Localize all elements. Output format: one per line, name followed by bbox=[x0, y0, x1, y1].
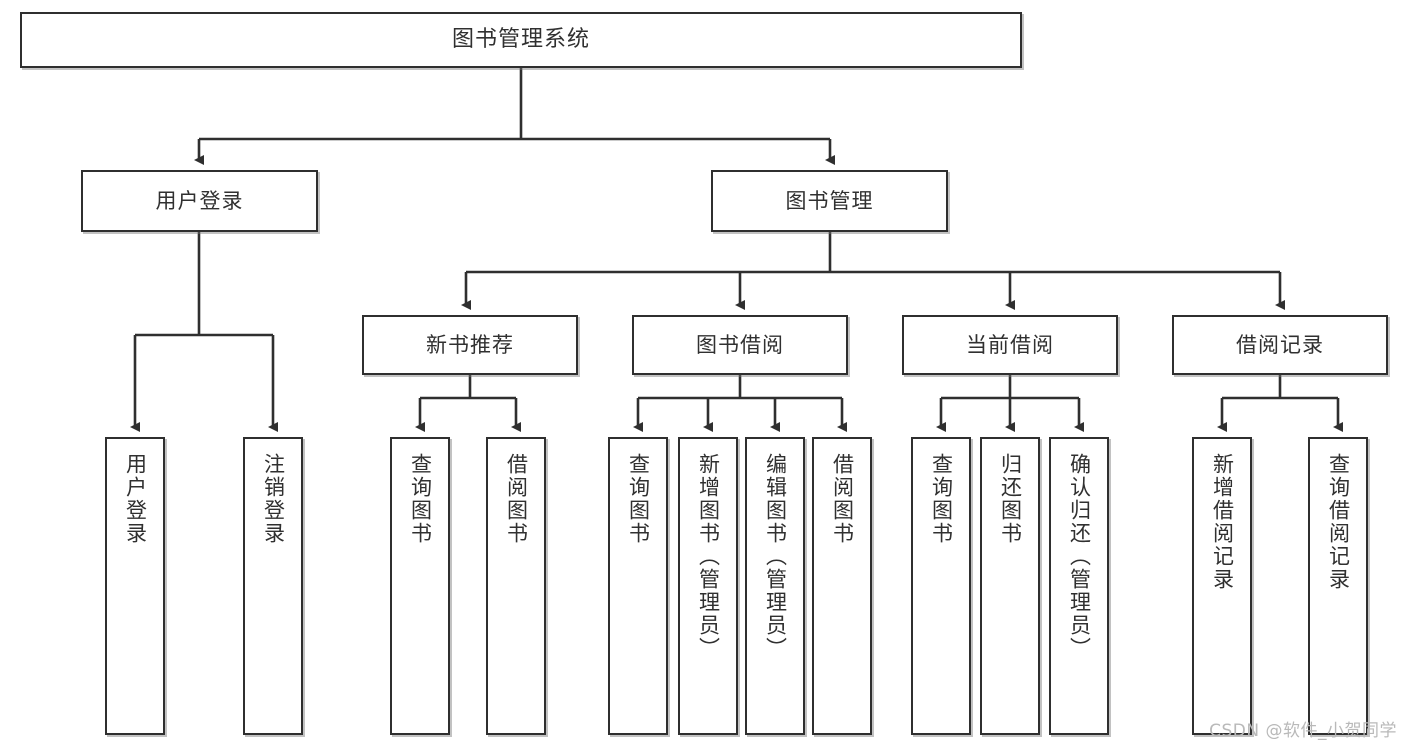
leaf-new-book-borrow-label: 借阅图书 bbox=[504, 453, 529, 545]
leaf-current-borrow-return-label: 归还图书 bbox=[998, 453, 1023, 545]
leaf-current-borrow-confirm[interactable]: 确认归还（管理员） bbox=[1049, 437, 1109, 735]
leaf-user-login-logout[interactable]: 注销登录 bbox=[243, 437, 303, 735]
watermark-credit: CSDN @软件_小贺同学 bbox=[1209, 721, 1397, 741]
node-book-borrow-label: 图书借阅 bbox=[696, 332, 784, 357]
leaf-book-borrow-borrow[interactable]: 借阅图书 bbox=[812, 437, 872, 735]
node-new-book-recommend-label: 新书推荐 bbox=[426, 332, 514, 357]
leaf-current-borrow-query-label: 查询图书 bbox=[929, 453, 954, 545]
leaf-new-book-query-label: 查询图书 bbox=[408, 453, 433, 545]
node-book-borrow[interactable]: 图书借阅 bbox=[632, 315, 848, 375]
node-user-login[interactable]: 用户登录 bbox=[81, 170, 318, 232]
leaf-user-login-login[interactable]: 用户登录 bbox=[105, 437, 165, 735]
node-new-book-recommend[interactable]: 新书推荐 bbox=[362, 315, 578, 375]
leaf-borrow-record-add[interactable]: 新增借阅记录 bbox=[1192, 437, 1252, 735]
leaf-new-book-query[interactable]: 查询图书 bbox=[390, 437, 450, 735]
node-user-login-label: 用户登录 bbox=[155, 188, 244, 213]
leaf-borrow-record-query[interactable]: 查询借阅记录 bbox=[1308, 437, 1368, 735]
node-book-manage[interactable]: 图书管理 bbox=[711, 170, 948, 232]
leaf-borrow-record-add-label: 新增借阅记录 bbox=[1210, 453, 1235, 591]
node-root-system-label: 图书管理系统 bbox=[451, 27, 590, 53]
node-book-manage-label: 图书管理 bbox=[785, 188, 874, 213]
leaf-new-book-borrow[interactable]: 借阅图书 bbox=[486, 437, 546, 735]
leaf-book-borrow-add[interactable]: 新增图书（管理员） bbox=[678, 437, 738, 735]
node-borrow-record-label: 借阅记录 bbox=[1236, 332, 1324, 357]
leaf-book-borrow-add-label: 新增图书（管理员） bbox=[696, 453, 721, 660]
leaf-current-borrow-query[interactable]: 查询图书 bbox=[911, 437, 971, 735]
leaf-book-borrow-query[interactable]: 查询图书 bbox=[608, 437, 668, 735]
leaf-book-borrow-query-label: 查询图书 bbox=[626, 453, 651, 545]
node-current-borrow[interactable]: 当前借阅 bbox=[902, 315, 1118, 375]
node-root-system[interactable]: 图书管理系统 bbox=[20, 12, 1022, 68]
leaf-book-borrow-edit[interactable]: 编辑图书（管理员） bbox=[745, 437, 805, 735]
leaf-book-borrow-borrow-label: 借阅图书 bbox=[830, 453, 855, 545]
leaf-current-borrow-return[interactable]: 归还图书 bbox=[980, 437, 1040, 735]
leaf-user-login-login-label: 用户登录 bbox=[123, 453, 148, 545]
leaf-user-login-logout-label: 注销登录 bbox=[261, 453, 286, 545]
node-current-borrow-label: 当前借阅 bbox=[966, 332, 1054, 357]
leaf-borrow-record-query-label: 查询借阅记录 bbox=[1326, 453, 1351, 591]
leaf-current-borrow-confirm-label: 确认归还（管理员） bbox=[1067, 453, 1092, 660]
node-borrow-record[interactable]: 借阅记录 bbox=[1172, 315, 1388, 375]
leaf-book-borrow-edit-label: 编辑图书（管理员） bbox=[763, 453, 788, 660]
